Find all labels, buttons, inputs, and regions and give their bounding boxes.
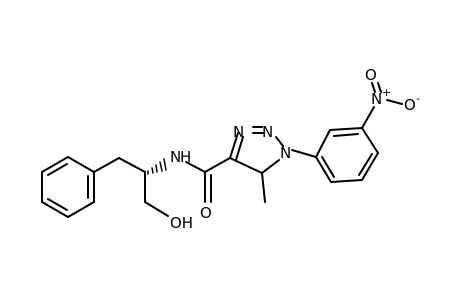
bond: [47, 163, 68, 176]
nitro-oxygen-right-label: O: [404, 96, 416, 114]
bond: [204, 157, 231, 173]
bond: [67, 156, 95, 173]
atom-labels: N H O OH N N N N + O O -: [170, 66, 420, 232]
bond: [261, 159, 280, 174]
bond: [67, 201, 95, 218]
triazole-n3-label: N: [233, 123, 244, 141]
carbonyl-oxygen-label: O: [200, 204, 212, 222]
bond: [229, 157, 263, 174]
amide-nitrogen-label: N: [170, 148, 181, 166]
hydroxyl-label: OH: [170, 214, 193, 232]
bond: [386, 99, 403, 105]
bond: [163, 158, 167, 171]
bond: [47, 198, 68, 211]
phenyl-ring: [41, 156, 95, 218]
nitro-nitrogen-charge: +: [382, 86, 391, 99]
nitro-oxygen-top-label: O: [365, 66, 377, 84]
bond: [358, 153, 373, 176]
hashed-wedge-bond: [147, 158, 167, 175]
bond: [321, 156, 335, 178]
bond: [185, 161, 206, 173]
bond: [261, 172, 266, 203]
nitro-nitrogen-label: N: [371, 90, 382, 108]
bond: [155, 164, 158, 173]
amide-hydrogen-label: H: [180, 148, 191, 166]
bond: [361, 127, 379, 154]
bond: [315, 129, 331, 158]
bond: [315, 156, 332, 183]
triazole-n1-label: N: [280, 144, 291, 162]
side-chain: [93, 157, 231, 217]
bond: [235, 136, 244, 161]
bond: [377, 82, 382, 93]
bond: [361, 152, 379, 181]
bond: [229, 132, 239, 159]
bond: [118, 157, 146, 173]
bond: [330, 179, 363, 183]
nitrophenyl-ring: [315, 82, 403, 183]
bond: [371, 82, 376, 93]
bond: [329, 127, 363, 131]
bond: [151, 167, 154, 174]
triazole-n2-label: N: [262, 123, 273, 141]
triazole-ring: [229, 126, 317, 203]
bond: [41, 201, 69, 218]
bond: [93, 157, 120, 173]
bond: [41, 156, 69, 173]
bond: [333, 133, 359, 137]
bond: [144, 201, 169, 217]
bond: [291, 149, 317, 158]
bond: [159, 161, 163, 172]
nitro-oxygen-charge: -: [416, 92, 420, 105]
bond: [361, 106, 375, 129]
bond: [275, 136, 284, 147]
